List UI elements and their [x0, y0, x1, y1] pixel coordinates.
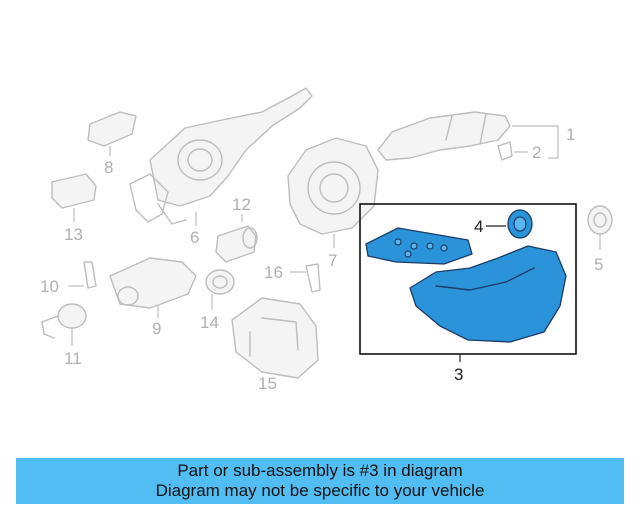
callout-5: 5: [594, 255, 603, 274]
part-1-upper-cover: [377, 111, 559, 161]
part-8-switch: [87, 111, 137, 156]
banner-line-1: Part or sub-assembly is #3 in diagram: [177, 461, 463, 480]
part-7-clockspring: [287, 137, 379, 248]
callout-12: 12: [232, 195, 251, 214]
part-3-frame: [359, 203, 577, 355]
callout-7: 7: [328, 251, 337, 270]
part-12-lock-cylinder: [215, 214, 258, 263]
callout-9: 9: [152, 319, 161, 338]
callout-14: 14: [200, 313, 219, 332]
parts-diagram: 1 2 6 8 13 7 12 10: [40, 87, 613, 393]
callout-11: 11: [64, 349, 82, 368]
callout-3: 3: [454, 365, 463, 384]
part-5-ring: [587, 205, 613, 250]
info-banner: Part or sub-assembly is #3 in diagram Di…: [16, 458, 624, 504]
callout-13: 13: [64, 225, 83, 244]
callout-10: 10: [40, 277, 59, 296]
part-16-screw: [290, 263, 321, 293]
callout-8: 8: [104, 158, 113, 177]
part-10-bolt: [68, 261, 97, 289]
part-14-ring: [205, 269, 235, 310]
callout-1: 1: [566, 125, 575, 144]
callout-6: 6: [190, 228, 199, 247]
callout-16: 16: [264, 263, 283, 282]
part-3-lower-cover: [365, 209, 567, 343]
banner-line-2: Diagram may not be specific to your vehi…: [155, 481, 485, 500]
callout-2: 2: [532, 143, 541, 162]
part-9-lock-housing: [109, 257, 197, 318]
callout-15: 15: [258, 374, 277, 393]
part-6-combination-switch: [129, 87, 313, 226]
part-11-sensor: [41, 303, 87, 346]
part-15-lower-housing: [231, 297, 319, 379]
part-13-module: [51, 173, 97, 222]
callout-4: 4: [474, 217, 483, 236]
